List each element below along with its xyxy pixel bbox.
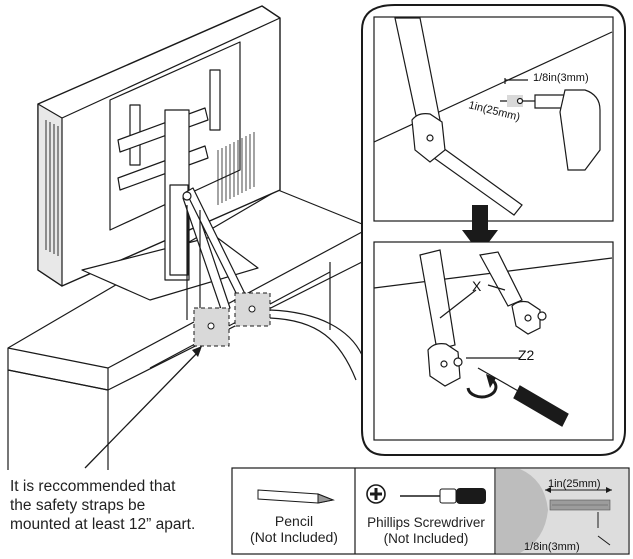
- screwdriver-note: (Not Included): [383, 531, 469, 546]
- screwdriver-name: Phillips Screwdriver: [367, 515, 485, 530]
- pencil-name: Pencil: [274, 513, 314, 529]
- drill-bit-length-label: 1in(25mm): [548, 478, 601, 490]
- pencil-tool-label: Pencil (Not Included): [234, 513, 354, 545]
- screwdriver-tool-label: Phillips Screwdriver (Not Included): [357, 515, 495, 547]
- pencil-note: (Not Included): [250, 529, 338, 545]
- hole-diameter-label: 1/8in(3mm): [533, 72, 589, 84]
- plus-icon: [366, 484, 386, 504]
- tv-and-cabinet-illustration: [7, 5, 363, 470]
- note-pointer-arrow: [84, 346, 202, 469]
- drill-bit-graphic: [496, 469, 628, 553]
- detail-top-drilling: [373, 16, 614, 222]
- pencil-icon: [257, 489, 335, 504]
- leader-lines: [269, 309, 363, 381]
- part-z2-label: Z2: [518, 347, 535, 363]
- rotate-arrow-icon: [466, 374, 498, 399]
- note-line-3: mounted at least 12” apart.: [10, 516, 196, 533]
- detail-bottom-screwing: [373, 241, 614, 441]
- screwdriver-icon: [400, 488, 486, 504]
- strap-bracket-highlight: [193, 292, 271, 347]
- safety-strap-note: It is reccommended that the safety strap…: [10, 477, 230, 534]
- note-line-1: It is reccommended that: [10, 478, 176, 495]
- note-line-2: the safety straps be: [10, 497, 146, 514]
- part-x-label: X: [472, 278, 482, 294]
- drill-bit-diameter-label: 1/8in(3mm): [524, 541, 580, 553]
